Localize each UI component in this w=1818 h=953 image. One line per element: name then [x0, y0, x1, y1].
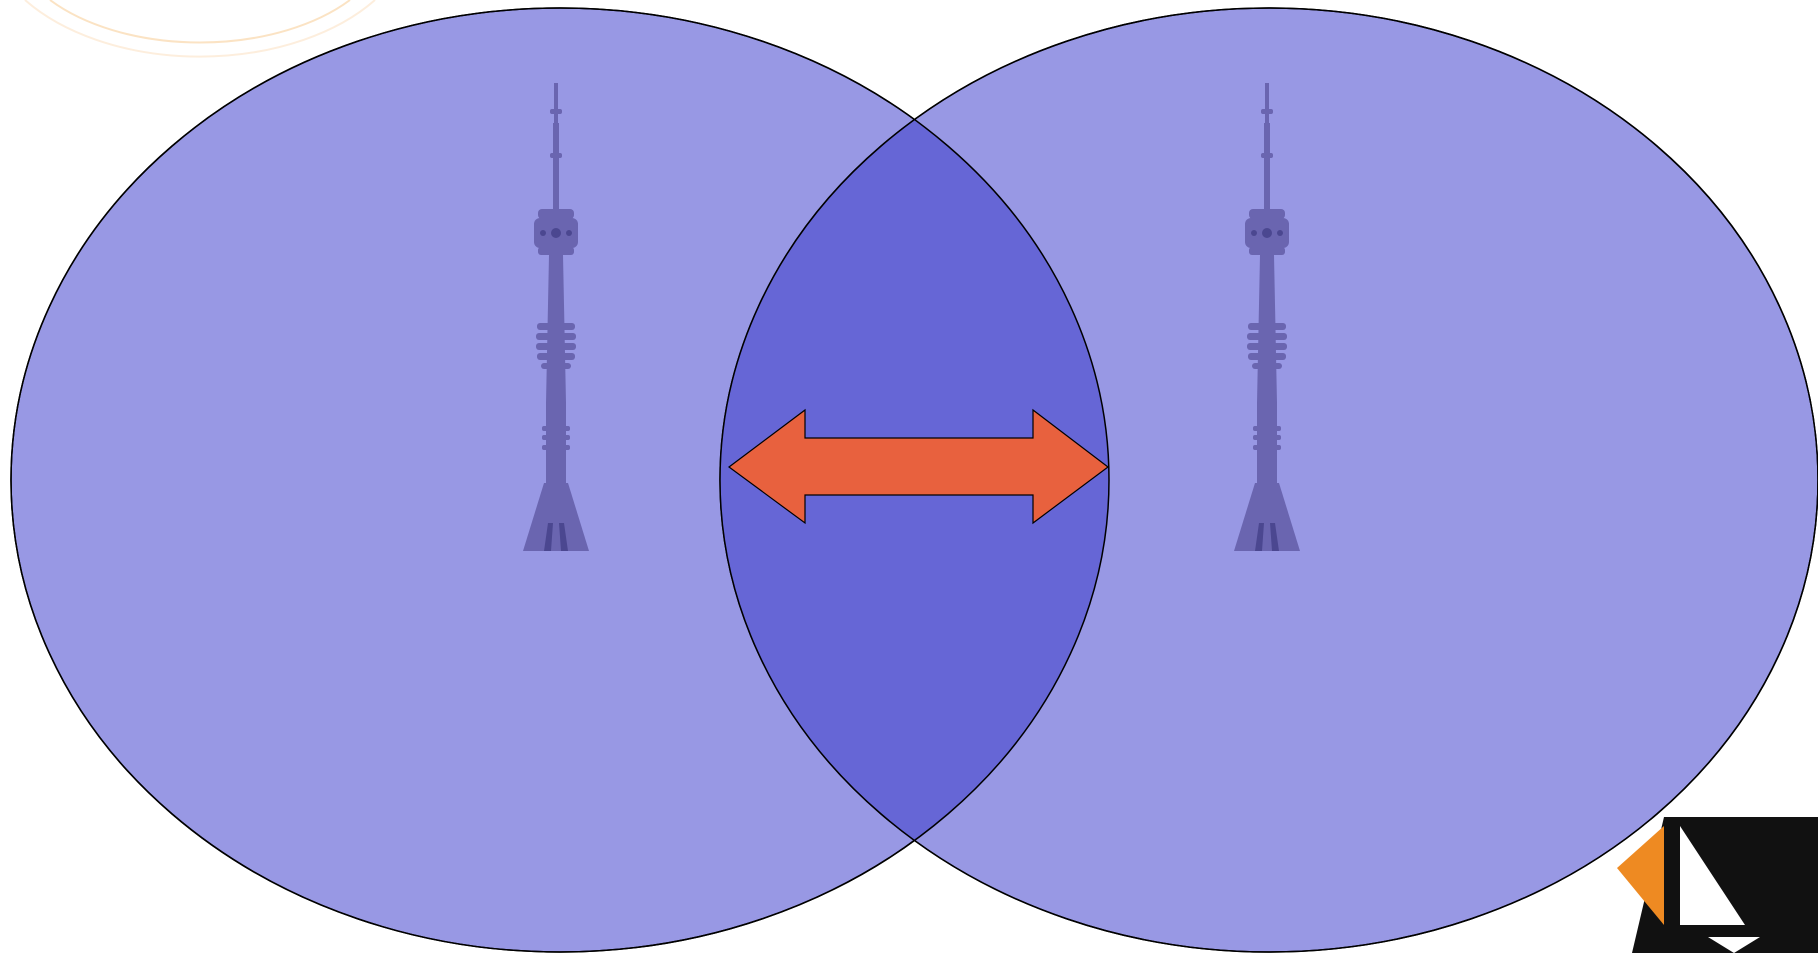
decorative-ring: [25, 0, 375, 57]
